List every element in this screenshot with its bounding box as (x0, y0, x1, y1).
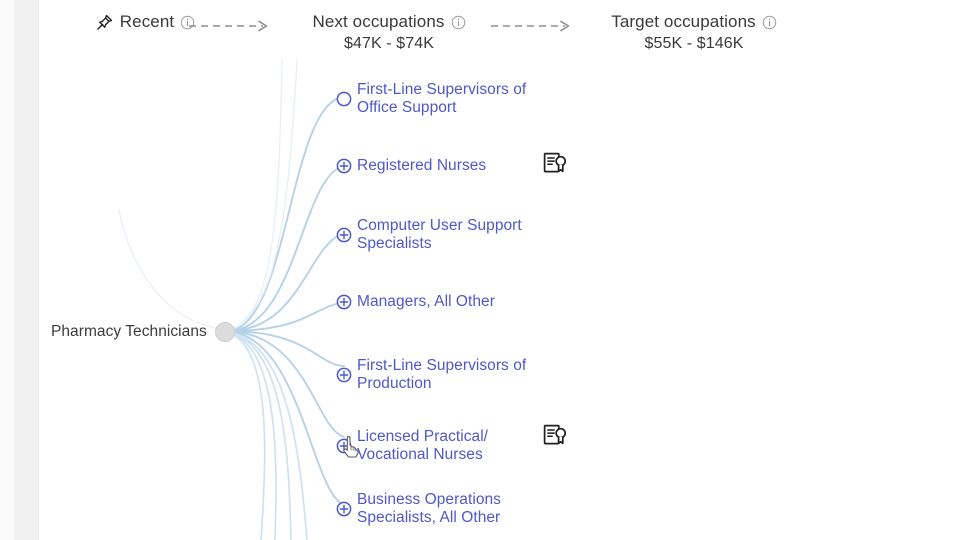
dashed-arrow-right-icon (489, 19, 579, 33)
graph-node-business-operations-specialists-all-other[interactable]: Business Operations Specialists, All Oth… (335, 491, 501, 526)
graph-node-label: First-Line Supervisors of Office Support (357, 81, 527, 116)
graph-node-first-line-supervisors-of-office-support[interactable]: First-Line Supervisors of Office Support (335, 81, 526, 116)
graph-node-managers-all-other[interactable]: Managers, All Other (335, 293, 495, 311)
column-header-bar: Recent Next occupations (39, 0, 960, 58)
occupation-graph: Pharmacy Technicians First-Line Supervis… (39, 0, 960, 540)
page-gutter (14, 0, 38, 540)
plus-circle-icon[interactable] (335, 226, 353, 244)
plus-circle-icon[interactable] (335, 500, 353, 518)
graph-node-label: Registered Nurses (357, 157, 487, 175)
graph-links (118, 59, 345, 540)
column-title: Next occupations (312, 12, 445, 31)
graph-node-first-line-supervisors-of-production[interactable]: First-Line Supervisors of Production (335, 357, 526, 392)
graph-node-label: Computer User Support Specialists (357, 217, 522, 252)
page-left-margin (0, 0, 14, 540)
graph-node-registered-nurses[interactable]: Registered Nurses (335, 157, 486, 175)
graph-node-label: Licensed Practical/ Vocational Nurses (357, 428, 489, 463)
graph-node-computer-user-support-specialists[interactable]: Computer User Support Specialists (335, 217, 522, 252)
page-gutter-edge (38, 0, 39, 540)
plus-circle-icon[interactable] (335, 437, 353, 455)
graph-node-licensed-practical-vocational-nurses[interactable]: Licensed Practical/ Vocational Nurses (335, 428, 488, 463)
root-node-label: Pharmacy Technicians (51, 323, 207, 340)
column-subtitle: $55K - $146K (644, 35, 744, 52)
root-node-pharmacy-technicians[interactable]: Pharmacy Technicians (51, 322, 235, 342)
graph-canvas (39, 0, 960, 540)
plus-circle-icon[interactable] (335, 157, 353, 175)
info-icon[interactable] (451, 15, 466, 30)
graph-node-label: Business Operations Specialists, All Oth… (357, 491, 501, 526)
root-node-dot[interactable] (214, 322, 235, 342)
info-icon[interactable] (762, 15, 777, 30)
dashed-arrow-right-icon (187, 19, 277, 33)
plus-circle-icon[interactable] (335, 366, 353, 384)
certificate-icon (542, 423, 568, 449)
column-title: Recent (119, 12, 175, 31)
graph-node-label: First-Line Supervisors of Production (357, 357, 527, 392)
column-header-recent[interactable]: Recent (65, 12, 225, 34)
pin-icon (95, 13, 114, 32)
info-icon[interactable] (180, 15, 195, 30)
column-subtitle: $47K - $74K (343, 35, 435, 52)
column-title: Target occupations (611, 12, 756, 31)
graph-node-label: Managers, All Other (357, 293, 495, 311)
certificate-icon (542, 151, 568, 177)
plus-circle-icon[interactable] (335, 293, 353, 311)
column-header-target-occupations[interactable]: Target occupations $55K - $146K (579, 12, 809, 54)
column-header-next-occupations[interactable]: Next occupations $47K - $74K (279, 12, 499, 54)
circle-icon[interactable] (335, 90, 353, 108)
